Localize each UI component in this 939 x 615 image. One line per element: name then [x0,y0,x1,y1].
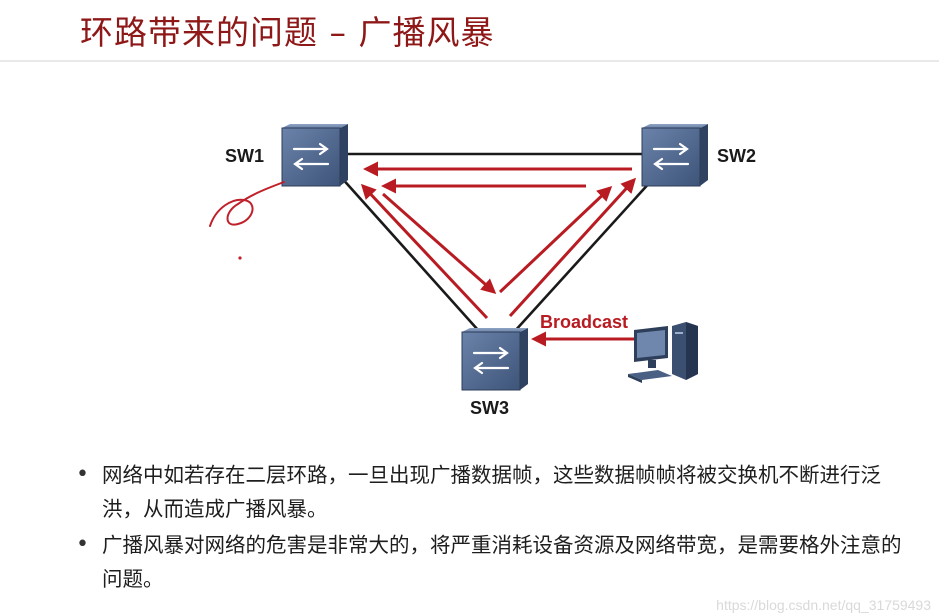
bullet-item-1: 网络中如若存在二层环路，一旦出现广播数据帧，这些数据帧帧将被交换机不断进行泛洪，… [76,458,906,526]
watermark-url: https://blog.csdn.net/qq_31759493 [716,597,931,613]
loop-diagram: SW1 SW2 SW3 Broadcast [209,122,756,418]
bullet-list: 网络中如若存在二层环路，一旦出现广播数据帧，这些数据帧帧将被交换机不断进行泛洪，… [76,458,906,598]
page-title: 环路带来的问题 – 广播风暴 [80,13,495,52]
label-sw1: SW1 [225,146,264,166]
broadcast-arrows [360,161,637,347]
title-divider [0,60,939,62]
label-sw2: SW2 [717,146,756,166]
arrow-sw1-to-sw3 [382,192,497,294]
switch-sw2-icon [640,122,710,188]
arrow-sw3-to-sw2-inner [498,185,613,294]
arrow-sw3-to-sw1 [360,183,489,320]
pc-icon [628,322,698,383]
switch-sw3-icon [460,326,530,392]
label-sw3: SW3 [470,398,509,418]
arrow-sw3-to-sw2-outer [508,177,637,318]
link-sw2-sw3 [513,179,653,333]
link-sw1-sw3 [339,175,479,331]
bullet-item-2: 广播风暴对网络的危害是非常大的，将严重消耗设备资源及网络带宽，是需要格外注意的问… [76,528,906,596]
switch-sw1-icon [280,122,350,188]
broadcast-label: Broadcast [540,312,628,332]
annotation-scribble [209,181,285,260]
